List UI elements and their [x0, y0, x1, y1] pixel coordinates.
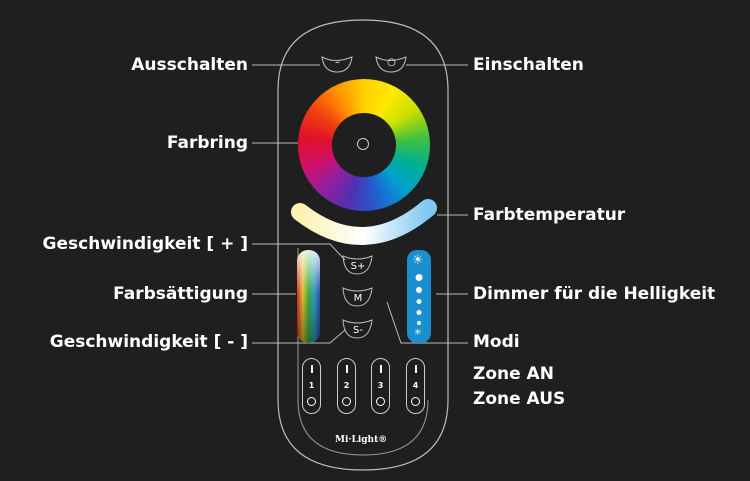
label-color-ring: Farbring	[166, 133, 248, 153]
label-on: Einschalten	[473, 55, 584, 75]
zone-number: 1	[308, 381, 315, 390]
mi-light-logo: Mi·Light®	[335, 435, 388, 445]
level-dot	[417, 321, 421, 325]
zone-3-buttons[interactable]: 3	[371, 358, 390, 414]
zone-4-buttons[interactable]: 4	[406, 358, 425, 414]
on-button[interactable]: ○	[387, 57, 396, 68]
zone-number: 2	[343, 381, 350, 390]
label-zone-on: Zone AN	[473, 364, 554, 384]
label-speed-minus: Geschwindigkeit [ - ]	[49, 332, 248, 352]
mode-button[interactable]: M	[353, 293, 363, 304]
speed-minus-button[interactable]: S-	[353, 325, 363, 336]
zone-2-buttons[interactable]: 2	[337, 358, 356, 414]
label-modes: Modi	[473, 332, 520, 352]
zone-number: 3	[377, 381, 384, 390]
level-dot	[415, 274, 423, 281]
zone-number: 4	[412, 381, 419, 390]
sun-dim-icon: ✳	[414, 328, 422, 338]
label-saturation: Farbsättigung	[113, 284, 248, 304]
label-color-temperature: Farbtemperatur	[473, 205, 626, 225]
level-dot	[416, 287, 422, 293]
speed-plus-button[interactable]: S+	[350, 261, 366, 272]
remote-body	[277, 19, 449, 471]
dimmer-slider[interactable]: ☀ ✳	[407, 250, 431, 343]
zone-1-buttons[interactable]: 1	[302, 358, 321, 414]
color-temperature-arc	[291, 199, 437, 245]
label-zone-off: Zone AUS	[473, 389, 566, 409]
label-dimmer: Dimmer für die Helligkeit	[473, 284, 716, 304]
color-ring-center-button[interactable]	[357, 138, 369, 150]
lower-panel-outline	[297, 248, 429, 456]
off-button[interactable]: –	[335, 57, 340, 68]
sun-bright-icon: ☀	[412, 253, 424, 268]
label-off: Ausschalten	[131, 55, 248, 75]
saturation-slider[interactable]	[297, 250, 320, 343]
level-dot	[416, 310, 422, 315]
level-dot	[416, 299, 422, 304]
label-speed-plus: Geschwindigkeit [ + ]	[42, 234, 248, 254]
